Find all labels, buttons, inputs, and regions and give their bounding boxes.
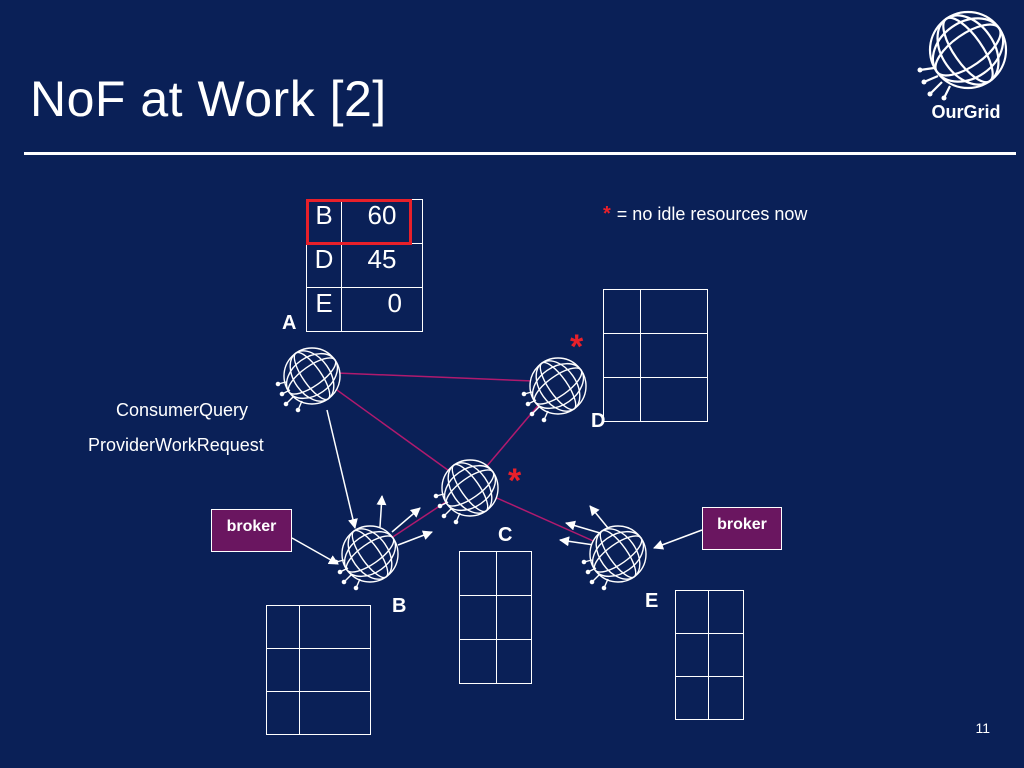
credit-peer: D [306, 243, 342, 288]
message-consumer-query: ConsumerQuery [116, 400, 249, 420]
link-a-d [311, 371, 559, 383]
legend-star: * [603, 203, 611, 225]
node-label-e: E [645, 590, 659, 612]
globe-icon [917, 10, 1008, 101]
node-label-d: D [591, 410, 606, 432]
logo-wordmark: OurGrid [931, 102, 1001, 122]
arrow-b-out-3 [397, 530, 433, 546]
busy-star-d: * [570, 328, 584, 366]
broker-box-right: broker [702, 507, 782, 550]
busy-star-c: * [508, 462, 522, 500]
globe-c-icon [433, 459, 499, 525]
legend: *= no idle resources now [603, 203, 807, 226]
globe-d-icon [521, 357, 587, 423]
credit-table: B 60 D 45 E 0 [306, 199, 423, 332]
arrow-e-out-1 [565, 520, 601, 534]
arrow-broker-to-b [291, 537, 339, 565]
arrow-broker-to-e [653, 529, 703, 550]
selected-row-highlight [306, 199, 412, 245]
title-divider [24, 152, 1016, 155]
credit-peer: E [306, 287, 342, 332]
credit-row: D 45 [306, 243, 423, 288]
empty-table-d [603, 289, 708, 422]
message-provider-work-request: ProviderWorkRequest [88, 435, 264, 455]
credit-value: 45 [341, 243, 423, 288]
arrow-e-out-3 [559, 536, 595, 547]
globe-a-icon [275, 347, 341, 413]
globe-b-icon [333, 525, 399, 591]
arrow-e-out-2 [589, 505, 609, 529]
empty-table-c [459, 551, 532, 684]
arrow-a-to-b [326, 409, 358, 529]
slide-title: NoF at Work [2] [30, 71, 387, 127]
broker-box-left: broker [211, 509, 292, 552]
arrow-b-out-2 [391, 507, 421, 533]
empty-table-e [675, 590, 744, 720]
link-a-c [311, 371, 471, 487]
globe-e-icon [581, 525, 647, 591]
arrow-b-out-1 [376, 495, 387, 528]
credit-value: 0 [341, 287, 423, 332]
legend-text: = no idle resources now [616, 204, 808, 224]
page-number: 11 [975, 720, 990, 736]
ourgrid-logo: OurGrid [916, 6, 1016, 130]
empty-table-b [266, 605, 371, 735]
node-label-c: C [498, 524, 513, 546]
credit-row: E 0 [306, 287, 423, 332]
node-label-b: B [392, 595, 407, 617]
node-label-a: A [282, 312, 297, 334]
